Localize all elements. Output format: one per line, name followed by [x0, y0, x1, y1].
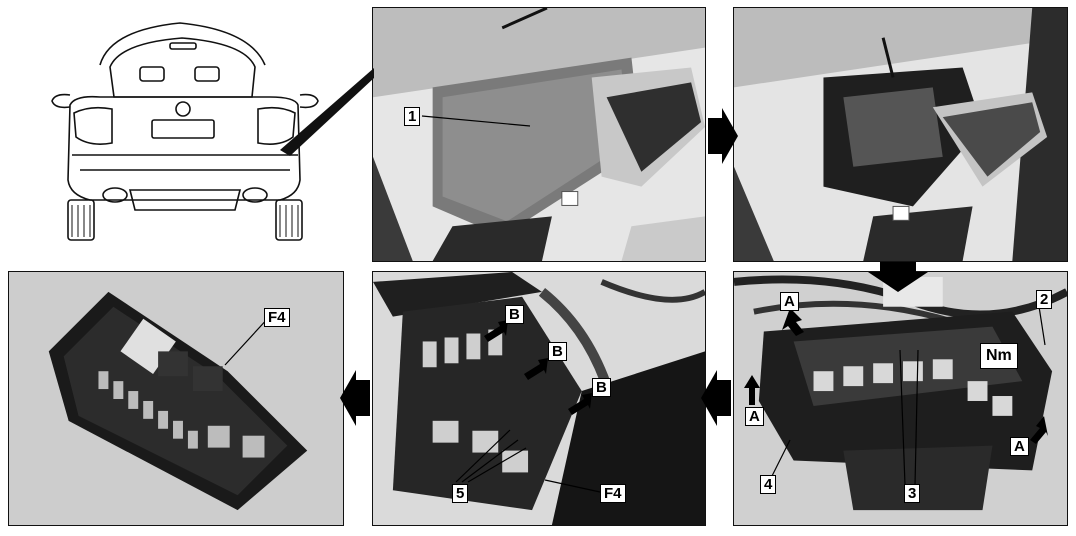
photo-trunk-fuse-box-exposed	[733, 7, 1068, 262]
callout-2: 2	[1036, 290, 1053, 309]
callout-b-3: B	[592, 378, 611, 397]
callout-a-top: A	[780, 292, 799, 311]
photo-fuse-box-release	[372, 271, 706, 526]
next-step-arrow-left	[340, 370, 370, 426]
callout-a-left: A	[745, 407, 764, 426]
callout-b-1: B	[505, 305, 524, 324]
callout-1: 1	[404, 107, 421, 126]
callout-f4-removed: F4	[264, 308, 290, 327]
torque-badge: Nm	[980, 343, 1018, 369]
callout-a-right: A	[1010, 437, 1029, 456]
callout-4: 4	[760, 475, 777, 494]
car-rear-view-illustration	[30, 5, 340, 245]
callout-5: 5	[452, 484, 469, 503]
photo-fuse-box-f4-removed	[8, 271, 344, 526]
callout-b-2: B	[548, 342, 567, 361]
callout-f4-installed: F4	[600, 484, 626, 503]
photo-trunk-floor-cover	[372, 7, 706, 262]
callout-3: 3	[904, 484, 921, 503]
